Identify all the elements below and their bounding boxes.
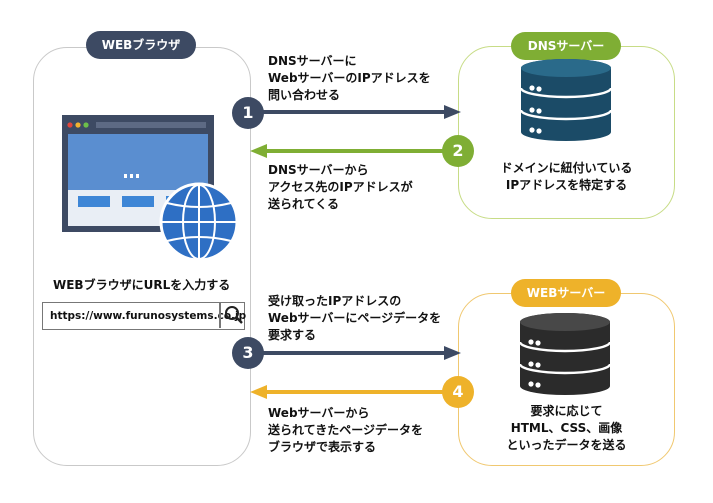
- arrow-to-dns-server: [248, 105, 461, 119]
- url-bar[interactable]: https://www.furunosystems.co.jp: [42, 302, 247, 330]
- browser-window-icon: [62, 115, 239, 262]
- arrow-to-web-server: [248, 346, 461, 360]
- step-text-line: DNSサーバーに: [268, 54, 357, 68]
- step-text-line: ブラウザで表示する: [268, 440, 377, 454]
- step-badge-4: 4: [442, 376, 474, 408]
- dns-server-title-pill: DNSサーバー: [511, 32, 621, 60]
- dns-server-description-line: IPアドレスを特定する: [505, 178, 628, 192]
- globe-icon: [159, 182, 239, 262]
- step-text-line: Webサーバーにページデータを: [268, 311, 442, 325]
- browser-title-pill: WEBブラウザ: [86, 31, 196, 59]
- step-badge-1: 1: [232, 97, 264, 129]
- step-1-text: DNSサーバーに WebサーバーのIPアドレスを 問い合わせる: [268, 53, 431, 104]
- arrow-from-web-server: [250, 385, 461, 399]
- step-text-line: WebサーバーのIPアドレスを: [268, 71, 431, 85]
- dns-server-description-line: ドメインに紐付いている: [500, 161, 633, 175]
- web-server-description-line: といったデータを送る: [506, 438, 627, 452]
- step-badge-2: 2: [442, 135, 474, 167]
- step-text-line: 要求する: [268, 328, 317, 342]
- step-text-line: Webサーバーから: [268, 406, 370, 420]
- arrow-from-dns-server: [250, 144, 461, 158]
- dns-server-description: ドメインに紐付いている IPアドレスを特定する: [458, 160, 675, 194]
- step-badge-3: 3: [232, 337, 264, 369]
- web-server-description: 要求に応じて HTML、CSS、画像 といったデータを送る: [458, 403, 675, 454]
- step-text-line: アクセス先のIPアドレスが: [268, 180, 413, 194]
- server-stack-icon: [518, 313, 612, 395]
- step-3-text: 受け取ったIPアドレスの Webサーバーにページデータを 要求する: [268, 293, 441, 344]
- step-text-line: 問い合わせる: [268, 88, 341, 102]
- web-server-title-pill: WEBサーバー: [511, 279, 621, 307]
- step-text-line: 受け取ったIPアドレスの: [268, 294, 402, 308]
- web-server-description-line: 要求に応じて: [530, 404, 603, 418]
- step-4-text: Webサーバーから 送られてきたページデータを ブラウザで表示する: [268, 405, 423, 456]
- url-text: https://www.furunosystems.co.jp: [50, 310, 247, 322]
- step-text-line: 送られてきたページデータを: [268, 423, 424, 437]
- step-text-line: DNSサーバーから: [268, 163, 369, 177]
- step-2-text: DNSサーバーから アクセス先のIPアドレスが 送られてくる: [268, 162, 413, 213]
- server-stack-icon: [519, 59, 613, 141]
- browser-caption: WEBブラウザにURLを入力する: [53, 278, 231, 292]
- step-text-line: 送られてくる: [268, 197, 340, 211]
- url-bar-divider: [219, 303, 221, 328]
- web-server-description-line: HTML、CSS、画像: [510, 421, 623, 435]
- search-icon[interactable]: [224, 305, 244, 325]
